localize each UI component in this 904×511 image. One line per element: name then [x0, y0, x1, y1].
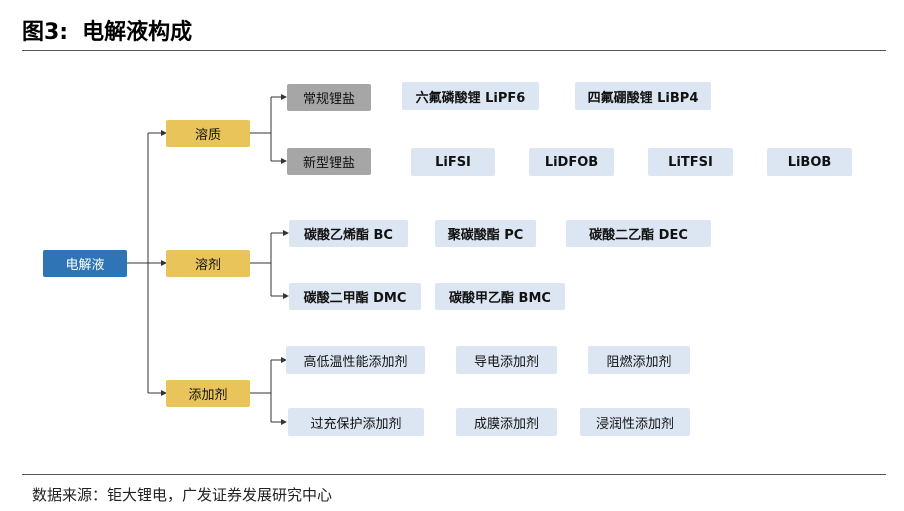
leaf-additive-film: 成膜添加剂: [456, 408, 557, 436]
figure-label: 图3:: [22, 20, 69, 45]
leaf-litfsi: LiTFSI: [648, 148, 733, 176]
branch-additive: 添加剂: [166, 380, 250, 407]
leaf-lifsi: LiFSI: [411, 148, 495, 176]
source-note: 数据来源：钜大锂电，广发证券发展研究中心: [32, 486, 333, 504]
leaf-additive-wetting: 浸润性添加剂: [580, 408, 690, 436]
branch-solute: 溶质: [166, 120, 250, 147]
leaf-solvent-bc: 碳酸乙烯酯 BC: [289, 220, 408, 247]
figure-title-text: 电解液构成: [82, 20, 193, 45]
subgroup-new-salt: 新型锂盐: [287, 148, 371, 175]
leaf-additive-flame: 阻燃添加剂: [588, 346, 690, 374]
leaf-lipf6: 六氟磷酸锂 LiPF6: [402, 82, 539, 110]
leaf-solvent-dmc: 碳酸二甲酯 DMC: [289, 283, 421, 310]
leaf-solvent-pc: 聚碳酸酯 PC: [435, 220, 536, 247]
leaf-solvent-bmc: 碳酸甲乙酯 BMC: [435, 283, 565, 310]
leaf-additive-temp: 高低温性能添加剂: [286, 346, 425, 374]
root-node: 电解液: [43, 250, 127, 277]
leaf-libob: LiBOB: [767, 148, 852, 176]
leaf-lidfob: LiDFOB: [529, 148, 614, 176]
leaf-additive-conductive: 导电添加剂: [456, 346, 557, 374]
subgroup-conventional-salt: 常规锂盐: [287, 84, 371, 111]
leaf-additive-overcharge: 过充保护添加剂: [288, 408, 424, 436]
leaf-solvent-dec: 碳酸二乙酯 DEC: [566, 220, 711, 247]
leaf-libp4: 四氟硼酸锂 LiBP4: [575, 82, 711, 110]
top-divider: [22, 50, 886, 51]
branch-solvent: 溶剂: [166, 250, 250, 277]
figure-title: 图3: 电解液构成: [22, 14, 192, 46]
bottom-divider: [22, 474, 886, 475]
